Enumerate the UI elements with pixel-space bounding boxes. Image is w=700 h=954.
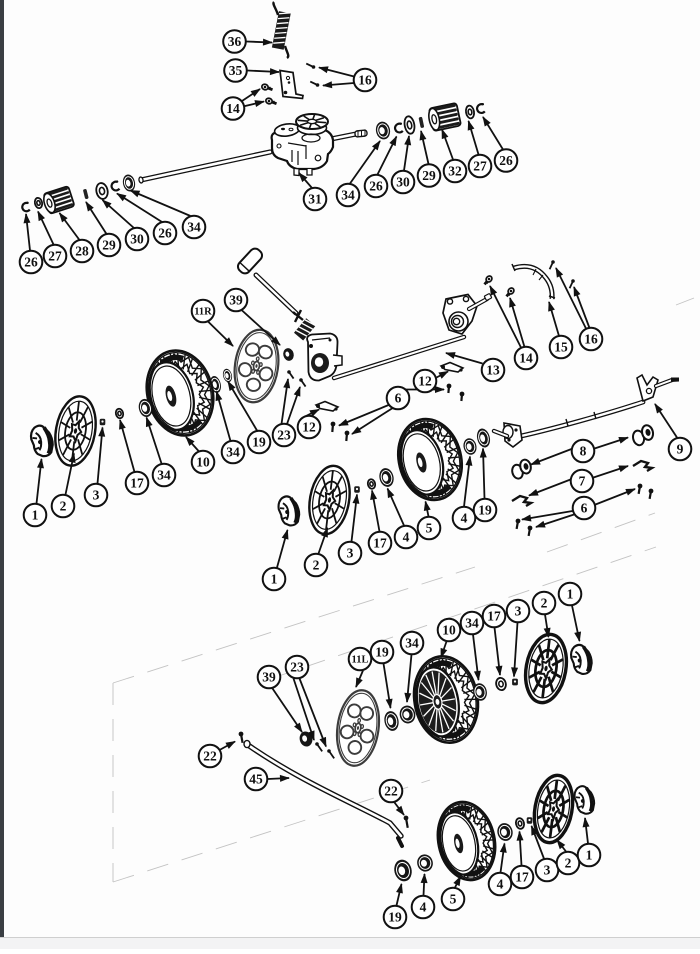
svg-text:14: 14: [226, 101, 240, 116]
svg-text:17: 17: [487, 609, 501, 624]
svg-text:5: 5: [426, 521, 433, 536]
svg-text:26: 26: [158, 226, 172, 241]
svg-text:34: 34: [405, 636, 419, 651]
svg-text:1: 1: [586, 848, 593, 863]
svg-text:5: 5: [450, 892, 457, 907]
svg-text:17: 17: [515, 870, 529, 885]
svg-text:22: 22: [203, 749, 217, 764]
svg-text:3: 3: [93, 488, 100, 503]
svg-text:19: 19: [478, 503, 492, 518]
svg-text:39: 39: [229, 293, 243, 308]
svg-text:4: 4: [497, 877, 504, 892]
svg-text:6: 6: [395, 391, 402, 406]
svg-text:34: 34: [226, 445, 240, 460]
svg-text:10: 10: [442, 623, 456, 638]
svg-text:19: 19: [375, 645, 389, 660]
svg-text:4: 4: [461, 511, 468, 526]
svg-text:30: 30: [396, 175, 410, 190]
svg-text:30: 30: [130, 232, 144, 247]
svg-text:27: 27: [473, 159, 487, 174]
svg-text:11R: 11R: [194, 307, 212, 318]
svg-text:9: 9: [677, 442, 684, 457]
svg-text:2: 2: [313, 558, 320, 573]
svg-text:1: 1: [32, 508, 39, 523]
svg-text:2: 2: [541, 596, 548, 611]
svg-text:8: 8: [580, 444, 587, 459]
svg-text:28: 28: [75, 244, 89, 259]
svg-text:7: 7: [579, 474, 586, 489]
svg-text:4: 4: [420, 900, 427, 915]
svg-text:22: 22: [384, 784, 398, 799]
svg-text:23: 23: [290, 660, 304, 675]
svg-text:31: 31: [308, 192, 322, 207]
svg-text:15: 15: [554, 340, 568, 355]
svg-text:13: 13: [486, 363, 500, 378]
svg-text:29: 29: [102, 238, 116, 253]
svg-text:23: 23: [277, 428, 291, 443]
svg-text:11L: 11L: [352, 655, 369, 666]
svg-text:26: 26: [369, 179, 383, 194]
svg-text:10: 10: [196, 455, 210, 470]
svg-text:29: 29: [422, 168, 436, 183]
svg-text:14: 14: [519, 351, 533, 366]
svg-text:26: 26: [499, 153, 513, 168]
svg-text:39: 39: [262, 670, 276, 685]
svg-text:2: 2: [60, 499, 67, 514]
svg-text:2: 2: [565, 856, 572, 871]
svg-text:3: 3: [515, 604, 522, 619]
svg-text:34: 34: [465, 616, 479, 631]
svg-text:1: 1: [271, 572, 278, 587]
svg-text:27: 27: [48, 249, 62, 264]
svg-text:34: 34: [157, 468, 171, 483]
svg-text:34: 34: [187, 220, 201, 235]
svg-text:4: 4: [403, 530, 410, 545]
svg-text:3: 3: [544, 863, 551, 878]
svg-text:16: 16: [358, 73, 372, 88]
svg-text:19: 19: [388, 910, 402, 925]
svg-text:36: 36: [228, 34, 242, 49]
svg-text:19: 19: [252, 435, 266, 450]
svg-text:45: 45: [249, 772, 263, 787]
svg-text:1: 1: [567, 587, 574, 602]
svg-text:6: 6: [581, 501, 588, 516]
svg-text:12: 12: [302, 420, 316, 435]
svg-text:3: 3: [347, 546, 354, 561]
svg-text:26: 26: [24, 255, 38, 270]
svg-text:32: 32: [448, 164, 462, 179]
svg-text:35: 35: [229, 63, 243, 78]
svg-text:12: 12: [418, 374, 432, 389]
svg-text:17: 17: [130, 476, 144, 491]
svg-text:34: 34: [341, 188, 355, 203]
svg-text:16: 16: [584, 332, 598, 347]
svg-text:17: 17: [373, 536, 387, 551]
